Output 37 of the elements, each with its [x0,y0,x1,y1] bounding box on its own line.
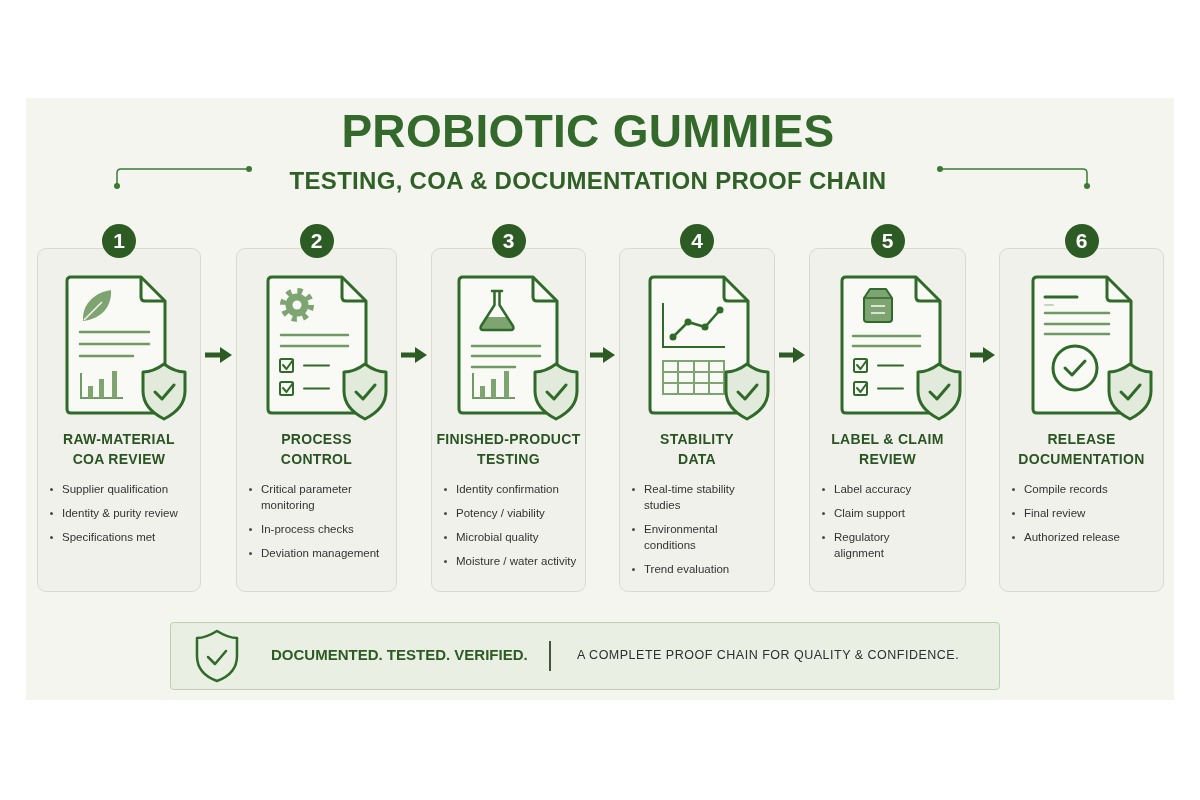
banner-statement: A COMPLETE PROOF CHAIN FOR QUALITY & CONFIDENCE. [577,647,960,663]
arrow [401,347,427,363]
bullet-point: Critical parameter monitoring [248,481,381,513]
bullet-point: Final review [1011,505,1086,521]
step-heading: STABILITY DATA [659,430,735,469]
arrow [779,347,805,363]
bullet-point: Environmental conditions [631,521,754,553]
bullet-point: Identity confirmation [443,481,559,497]
bullet-point: Trend evaluation [631,561,730,577]
summary-banner [170,622,1000,690]
bullet-point: Deviation management [248,545,380,561]
bullet-point: Identity & purity review [49,505,178,521]
step-heading: RAW-MATERIAL COA REVIEW [62,430,176,469]
bullet-point: Moisture / water activity [443,553,577,569]
banner-tagline: DOCUMENTED. TESTED. VERIFIED. [271,646,528,664]
bullet-point: Claim support [821,505,905,521]
arrow [970,347,995,363]
bullet-point: Microbial quality [443,529,539,545]
bullet-point: Potency / viability [443,505,545,521]
step-heading: LABEL & CLAIM REVIEW [830,430,945,469]
step-number-badge: 4 [680,224,714,258]
bullet-point: Compile records [1011,481,1108,497]
arrow [205,347,232,363]
bullet-point: Real-time stability studies [631,481,754,513]
step-heading: FINISHED-PRODUCT TESTING [435,430,582,469]
arrow [590,347,615,363]
diagram-subtitle: TESTING, COA & DOCUMENTATION PROOF CHAIN [289,168,887,194]
step-heading: PROCESS CONTROL [279,430,354,469]
bullet-point: Supplier qualification [49,481,169,497]
bullet-point: Authorized release [1011,529,1120,545]
bullet-point: Specifications met [49,529,156,545]
bullet-point: In-process checks [248,521,354,537]
bullet-point: Label accuracy [821,481,912,497]
step-heading: RELEASE DOCUMENTATION [1017,430,1146,469]
step-number-badge: 1 [102,224,136,258]
diagram-title: PROBIOTIC GUMMIES [341,108,835,154]
bullet-point: Regulatory alignment [821,529,934,561]
